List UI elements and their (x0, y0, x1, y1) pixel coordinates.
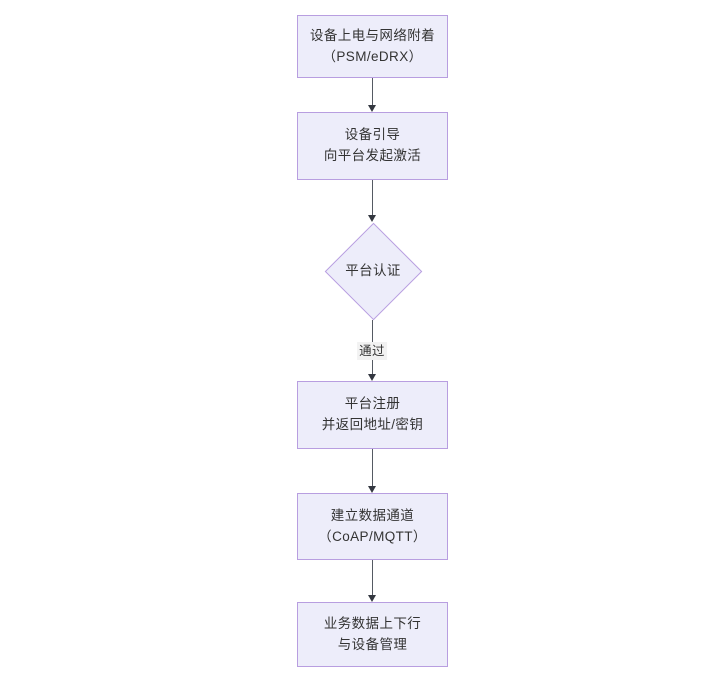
arrowhead-n5-n6 (367, 595, 376, 602)
node-business-data-line-1: 业务数据上下行 (323, 615, 422, 631)
connector-n2-n3 (372, 180, 373, 215)
arrowhead-n4-n5 (367, 486, 376, 493)
node-business-data-line-2: 与设备管理 (337, 636, 408, 652)
node-platform-auth-label: 平台认证 (345, 262, 401, 278)
node-platform-auth-decision[interactable]: 平台认证 (324, 222, 422, 320)
arrowhead-n1-n2 (367, 105, 376, 112)
connector-n1-n2 (372, 78, 373, 105)
node-establish-data-channel-line-1: 建立数据通道 (330, 507, 415, 523)
node-platform-register[interactable]: 平台注册 并返回地址/密钥 (297, 381, 448, 449)
arrowhead-n2-n3 (367, 215, 376, 222)
node-device-power-on-line-2: （PSM/eDRX） (322, 48, 423, 64)
node-device-bootstrap-line-2: 向平台发起激活 (323, 148, 422, 163)
node-establish-data-channel[interactable]: 建立数据通道 （CoAP/MQTT） (297, 493, 448, 560)
node-device-bootstrap-line-1: 设备引导 (344, 127, 401, 143)
node-platform-register-line-2: 并返回地址/密钥 (321, 417, 424, 432)
node-platform-register-line-1: 平台注册 (344, 396, 401, 412)
node-business-data-and-device-mgmt[interactable]: 业务数据上下行 与设备管理 (297, 602, 448, 667)
arrowhead-n3-n4 (367, 374, 376, 381)
node-device-power-on-line-1: 设备上电与网络附着 (309, 27, 436, 43)
connector-n4-n5 (372, 449, 373, 486)
node-establish-data-channel-line-2: （CoAP/MQTT） (318, 528, 427, 544)
edge-label-pass: 通过 (357, 342, 387, 361)
node-device-bootstrap[interactable]: 设备引导 向平台发起激活 (297, 112, 448, 180)
node-device-power-on[interactable]: 设备上电与网络附着 （PSM/eDRX） (297, 15, 448, 78)
connector-n5-n6 (372, 560, 373, 595)
